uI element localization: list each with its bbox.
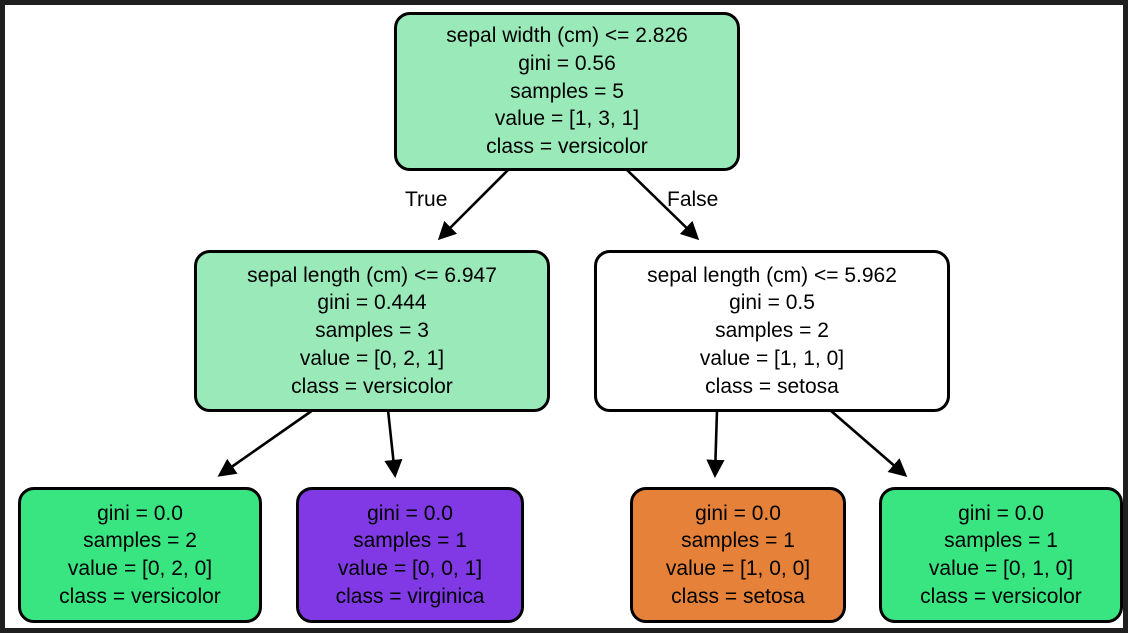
node-text-line: sepal length (cm) <= 6.947: [247, 263, 497, 287]
node-text-line: gini = 0.0: [958, 501, 1044, 525]
node-text-line: gini = 0.444: [317, 291, 427, 315]
node-text-line: class = setosa: [671, 584, 805, 608]
node-text-line: sepal width (cm) <= 2.826: [446, 24, 688, 48]
node-text-line: class = versicolor: [920, 584, 1082, 608]
node-text-line: value = [0, 2, 1]: [299, 346, 445, 370]
edge-label-true: True: [405, 188, 448, 211]
node-text-line: value = [0, 0, 1]: [337, 557, 483, 580]
node-text-line: samples = 1: [944, 529, 1058, 553]
tree-leaf-versicolor-left[interactable]: gini = 0.0 samples = 2 value = [0, 2, 0]…: [18, 487, 262, 623]
node-text-line: samples = 1: [681, 529, 795, 553]
edge-left-to-leaf1: [217, 408, 314, 477]
node-text-line: value = [0, 1, 0]: [928, 557, 1074, 580]
node-text-line: sepal length (cm) <= 5.962: [647, 263, 897, 287]
node-text-line: gini = 0.56: [518, 51, 616, 75]
edge-right-to-leaf4: [829, 409, 908, 477]
node-text-line: class = setosa: [705, 374, 839, 398]
node-text-line: gini = 0.0: [367, 501, 453, 525]
node-text-line: gini = 0.0: [695, 501, 781, 525]
node-text-line: samples = 2: [715, 319, 829, 343]
node-text-line: samples = 5: [510, 79, 624, 103]
edge-left-to-leaf2: [384, 409, 403, 479]
edge-label-false: False: [667, 188, 719, 211]
node-text-line: samples = 2: [83, 529, 197, 553]
node-text-line: class = versicolor: [59, 584, 221, 608]
node-text-line: samples = 3: [315, 319, 429, 343]
node-text-line: class = virginica: [335, 584, 485, 608]
node-text-line: value = [1, 1, 0]: [699, 346, 845, 370]
node-text-line: value = [0, 2, 0]: [67, 557, 213, 580]
node-text-line: samples = 1: [353, 529, 467, 553]
tree-node-root[interactable]: sepal width (cm) <= 2.826 gini = 0.56 sa…: [394, 12, 740, 171]
node-text-line: value = [1, 0, 0]: [665, 557, 811, 580]
node-text-line: class = versicolor: [291, 374, 453, 398]
node-text-line: gini = 0.5: [729, 291, 815, 315]
tree-leaf-setosa[interactable]: gini = 0.0 samples = 1 value = [1, 0, 0]…: [630, 487, 846, 623]
edge-right-to-leaf3: [706, 409, 725, 479]
tree-leaf-virginica[interactable]: gini = 0.0 samples = 1 value = [0, 0, 1]…: [296, 487, 524, 623]
edge-root-to-left: [437, 167, 511, 241]
tree-node-left[interactable]: sepal length (cm) <= 6.947 gini = 0.444 …: [194, 250, 550, 412]
tree-leaf-versicolor-right[interactable]: gini = 0.0 samples = 1 value = [0, 1, 0]…: [879, 487, 1123, 623]
node-text-line: value = [1, 3, 1]: [494, 107, 640, 131]
node-text-line: gini = 0.0: [97, 501, 183, 525]
node-text-line: class = versicolor: [486, 135, 648, 159]
tree-node-right[interactable]: sepal length (cm) <= 5.962 gini = 0.5 sa…: [594, 250, 950, 412]
